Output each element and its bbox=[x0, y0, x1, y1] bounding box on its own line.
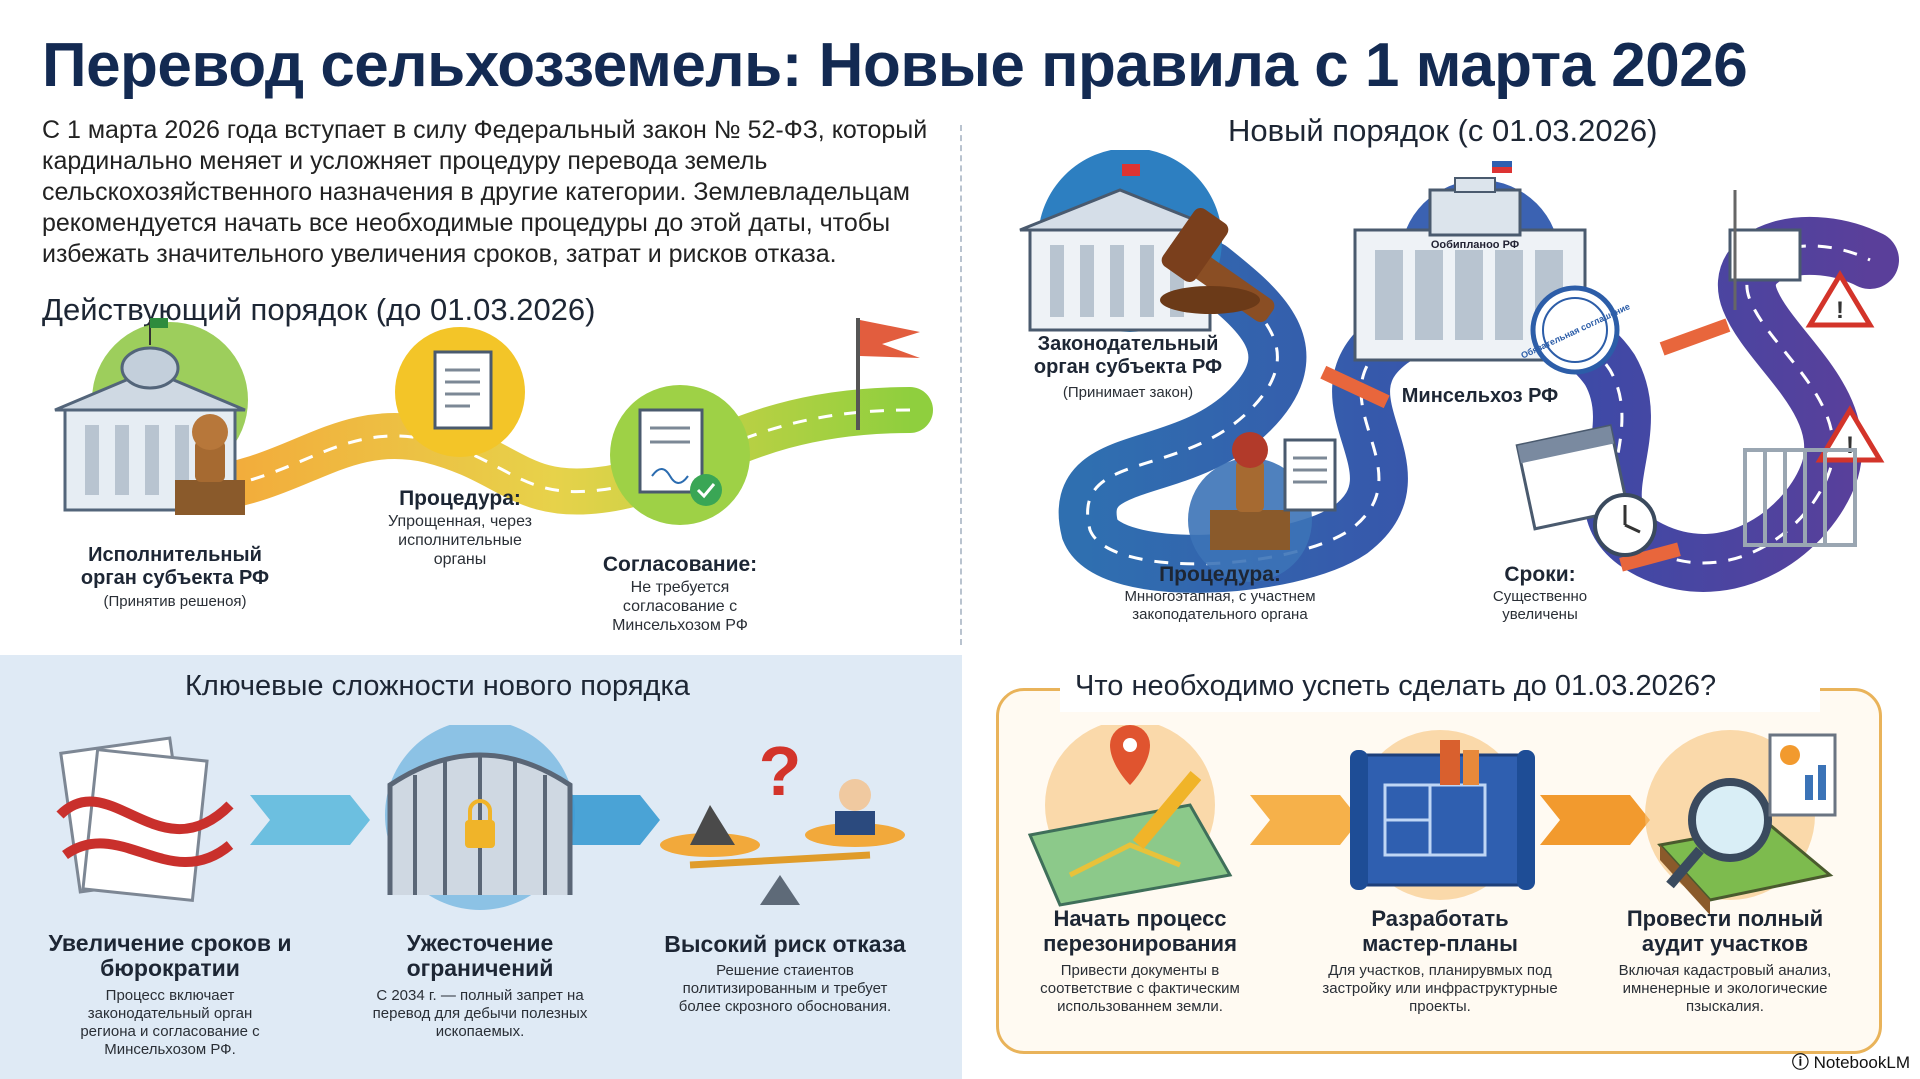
todo-title-background bbox=[1060, 664, 1820, 712]
page-title: Перевод сельхозземель: Новые правила с 1… bbox=[42, 31, 1748, 100]
calendar-icon bbox=[1515, 424, 1630, 531]
warning-sign-icon: ! ! bbox=[1805, 270, 1885, 463]
current-step3-label: Согласование: bbox=[602, 553, 758, 576]
notebooklm-logo-icon: ⓘ bbox=[1791, 1053, 1809, 1072]
master-plan-icon bbox=[1350, 730, 1535, 900]
todo1-label: Начать процесс перезонирования bbox=[1043, 906, 1237, 956]
challenge2-label: Ужесточение ограничений bbox=[406, 930, 554, 981]
new-step1-sub: (Принимает закон) bbox=[1062, 384, 1194, 401]
current-step1-sub: (Принятив решеноя) bbox=[103, 593, 247, 610]
clock-icon bbox=[1593, 493, 1657, 557]
current-step2-label: Процедура: bbox=[399, 487, 521, 510]
svg-text:?: ? bbox=[759, 732, 802, 810]
gate-icon bbox=[1743, 448, 1857, 547]
todo-title: Что необходимо успеть сделать до 01.03.2… bbox=[1075, 670, 1717, 702]
paperwork-icon bbox=[56, 736, 234, 903]
challenge3-label: Высокий риск отказа bbox=[664, 931, 906, 957]
current-road-illustration bbox=[54, 318, 933, 525]
svg-text:!: ! bbox=[1836, 297, 1844, 324]
challenge3-sub: Решение стаиентов политизированным и тре… bbox=[678, 962, 892, 1015]
document-icon bbox=[1283, 438, 1337, 512]
approved-document-icon bbox=[638, 408, 722, 506]
new-step4-sub: Существенно увеличены bbox=[1492, 588, 1588, 623]
challenge1-sub: Процесс включает законодательный орган р… bbox=[80, 987, 260, 1058]
document-icon bbox=[433, 350, 493, 430]
map-icon bbox=[1027, 725, 1233, 907]
new-step3-label: Процедура: bbox=[1159, 563, 1281, 586]
road-barrier-icon bbox=[1320, 318, 1731, 572]
new-step4-label: Сроки: bbox=[1504, 563, 1576, 586]
challenge2-sub: С 2034 г. — полный запрет на перевод для… bbox=[372, 987, 588, 1040]
challenges-title: Ключевые сложности нового порядка bbox=[185, 670, 690, 702]
audit-magnifier-icon bbox=[1645, 730, 1837, 915]
stamp-icon bbox=[1188, 432, 1312, 582]
brand-text: NotebookLM bbox=[1813, 1053, 1910, 1072]
todo1-sub: Привести документы в соответствие с факт… bbox=[1040, 962, 1240, 1015]
current-step1-label: Исполнительный орган субъекта РФ bbox=[80, 544, 270, 589]
intro-text: С 1 марта 2026 года вступает в силу Феде… bbox=[42, 116, 928, 268]
new-step2-label: Минсельхоз РФ bbox=[1401, 385, 1559, 407]
todo2-label: Разработать мастер-планы bbox=[1362, 906, 1518, 956]
finish-flag-icon bbox=[856, 318, 920, 430]
government-building-icon bbox=[54, 318, 246, 512]
svg-text:!: ! bbox=[1846, 432, 1854, 459]
challenge1-label: Увеличение сроков и бюрократии bbox=[48, 930, 292, 981]
todo3-sub: Включая кадастровый анализ, имненерные и… bbox=[1618, 962, 1832, 1015]
signboard-icon bbox=[1728, 190, 1802, 310]
new-step1-label: Законодательный орган субъекта РФ bbox=[1033, 333, 1223, 378]
new-road-illustration: Ообипланоо РФ Обязательная соглашение bbox=[1019, 150, 1899, 593]
todo-illustration bbox=[1027, 725, 1837, 915]
new-step3-sub: Мнногоэтапная, с участнем закоподательно… bbox=[1124, 588, 1316, 623]
todo3-label: Провести полный аудит участков bbox=[1626, 906, 1824, 956]
current-section-title: Действующий порядок (до 01.03.2026) bbox=[42, 292, 596, 327]
ministry-sign: Ообипланоо РФ bbox=[1431, 239, 1519, 251]
stamp-icon bbox=[175, 414, 245, 515]
locked-gate-icon bbox=[385, 725, 575, 910]
risk-scales-icon: ? bbox=[660, 732, 905, 905]
new-section-title: Новый порядок (с 01.03.2026) bbox=[1228, 113, 1658, 148]
current-step3-sub: Не требуется согласование с Минсельхозом… bbox=[612, 579, 748, 634]
approval-stamp-icon bbox=[1530, 285, 1620, 375]
divider bbox=[960, 125, 962, 645]
todo2-sub: Для участков, планирувмых под застройку … bbox=[1322, 962, 1558, 1015]
gavel-icon bbox=[1160, 207, 1275, 323]
challenges-illustration: ? bbox=[56, 725, 905, 910]
brand-label: ⓘ NotebookLM bbox=[1792, 1048, 1910, 1073]
current-step2-sub: Упрощенная, через исполнительные органы bbox=[388, 513, 532, 568]
